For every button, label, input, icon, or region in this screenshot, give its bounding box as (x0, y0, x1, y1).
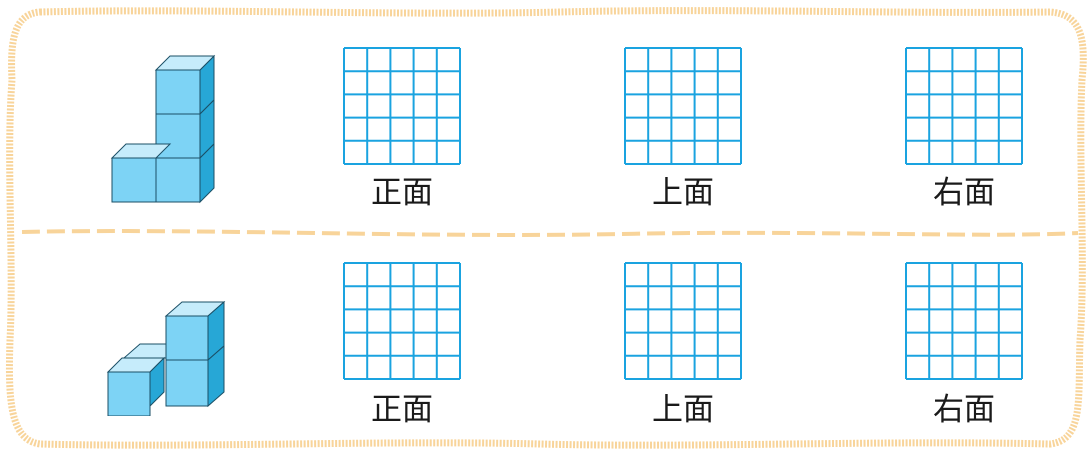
cube-front-face (107, 371, 151, 416)
grid-row2-front[interactable] (343, 262, 461, 380)
cube-front-face (111, 157, 157, 203)
label-row1-front: 正面 (371, 175, 433, 211)
row-separator (21, 229, 1079, 237)
grid-row1-right[interactable] (905, 47, 1023, 165)
grid-row1-top[interactable] (624, 47, 742, 165)
grid-row1-front[interactable] (343, 47, 461, 165)
cube-front-face (165, 315, 209, 361)
cube-front-face (165, 359, 209, 407)
label-row1-right: 右面 (933, 175, 995, 211)
label-row2-front: 正面 (371, 392, 433, 428)
label-row2-right: 右面 (933, 392, 995, 428)
grid-row2-right[interactable] (905, 262, 1023, 380)
cube-solid-l-shape (110, 54, 216, 204)
cube-solid-step-shape (106, 300, 226, 416)
cube-front-face (155, 157, 201, 203)
label-row1-top: 上面 (652, 175, 714, 211)
label-row2-top: 上面 (652, 392, 714, 428)
grid-row2-top[interactable] (624, 262, 742, 380)
cube-front-face (155, 69, 201, 115)
frame-border (5, 7, 1087, 449)
